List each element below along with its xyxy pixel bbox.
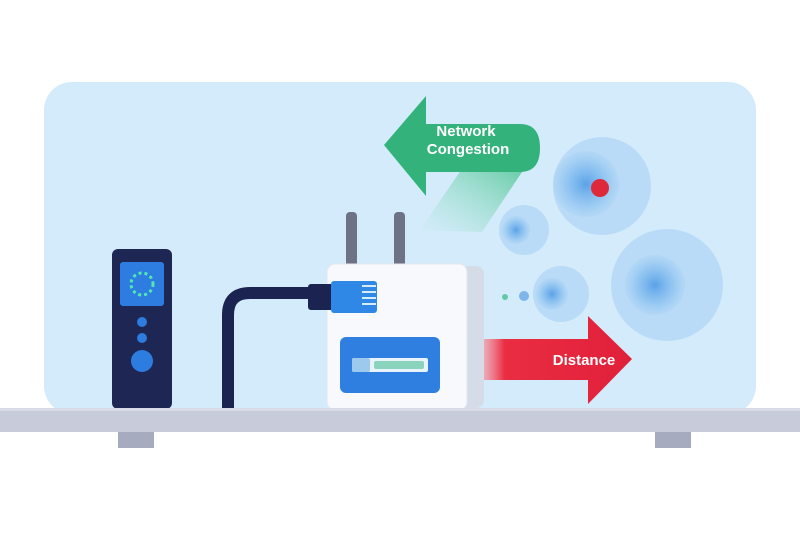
congestion-arrow (384, 96, 540, 196)
ethernet-cable-icon (222, 281, 377, 416)
device-button-small-2 (137, 333, 147, 343)
distance-arrow (482, 316, 632, 404)
device-button-large (131, 350, 153, 372)
red-arrow-icon: Distance (482, 316, 632, 404)
router-antenna-right (394, 212, 405, 270)
remote-device-icon (112, 249, 172, 409)
congestion-label-line1: Network (436, 123, 496, 140)
signal-bubble-large-top-core (553, 151, 619, 217)
signal-dot-1 (502, 294, 508, 300)
signal-bubble-mid-core (502, 216, 530, 244)
cable-line (222, 287, 324, 416)
congestion-label-line2: Congestion (427, 141, 510, 158)
signal-dot-2 (519, 291, 529, 301)
signal-bubble-right-core (625, 255, 685, 315)
shelf-leg-left (118, 432, 154, 448)
green-arrow-icon: Network Congestion (384, 96, 540, 232)
router-antenna-left (346, 212, 357, 270)
signal-bubbles-icon (499, 137, 723, 341)
distance-label: Distance (553, 352, 616, 369)
shelf-top (0, 408, 800, 432)
device-button-small-1 (137, 317, 147, 327)
shelf (0, 408, 800, 448)
cable-plug-body (308, 284, 334, 310)
shelf-edge (0, 408, 800, 411)
congestion-arrow-trail (420, 160, 530, 232)
device-screen (120, 262, 164, 306)
device-ring-icon (129, 271, 155, 297)
shelf-leg-right (655, 432, 691, 448)
signal-bubble-small-core (536, 278, 568, 310)
router-display-accent (374, 361, 424, 369)
router-display-fill (352, 358, 370, 372)
alert-dot (591, 179, 609, 197)
connector-pins (362, 285, 376, 305)
